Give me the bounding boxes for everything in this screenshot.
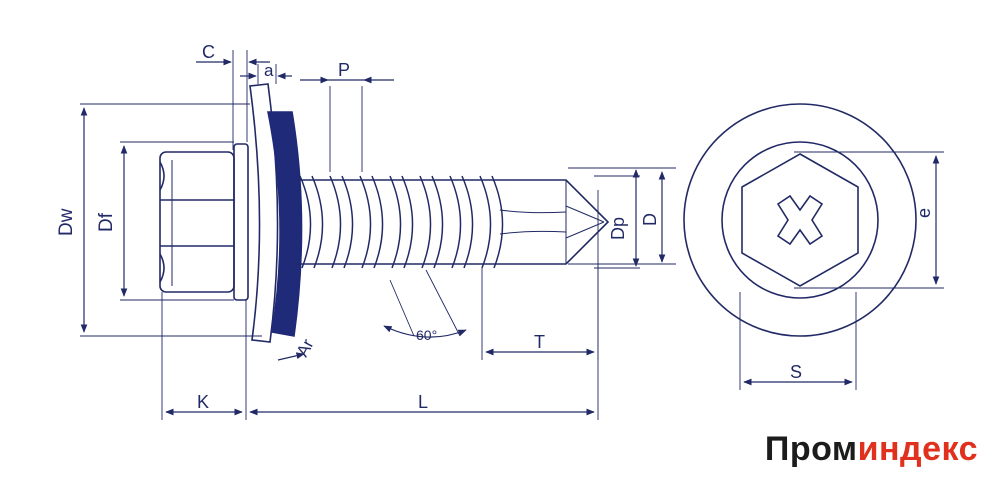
logo-part-1: Пром [764, 430, 858, 468]
end-view [683, 103, 917, 337]
label-d: D [640, 213, 660, 226]
brand-logo: Проминдекс [765, 430, 978, 469]
sealing-washer [267, 111, 303, 337]
label-a: a [264, 61, 274, 80]
screw-shank [296, 179, 610, 265]
label-p: P [338, 60, 350, 80]
label-l: L [418, 392, 428, 412]
flange [233, 143, 249, 301]
label-e: e [914, 208, 934, 218]
label-k: K [197, 392, 209, 412]
label-df: Df [96, 212, 117, 232]
screw-head [159, 151, 235, 293]
label-s: S [790, 362, 802, 382]
label-angle: 60° [416, 327, 437, 343]
label-t: T [534, 332, 545, 352]
label-dw: Dw [56, 208, 77, 236]
label-c: C [202, 42, 215, 62]
threads [299, 175, 567, 269]
logo-part-2: индекс [857, 430, 978, 468]
label-dp: Dp [608, 217, 628, 240]
